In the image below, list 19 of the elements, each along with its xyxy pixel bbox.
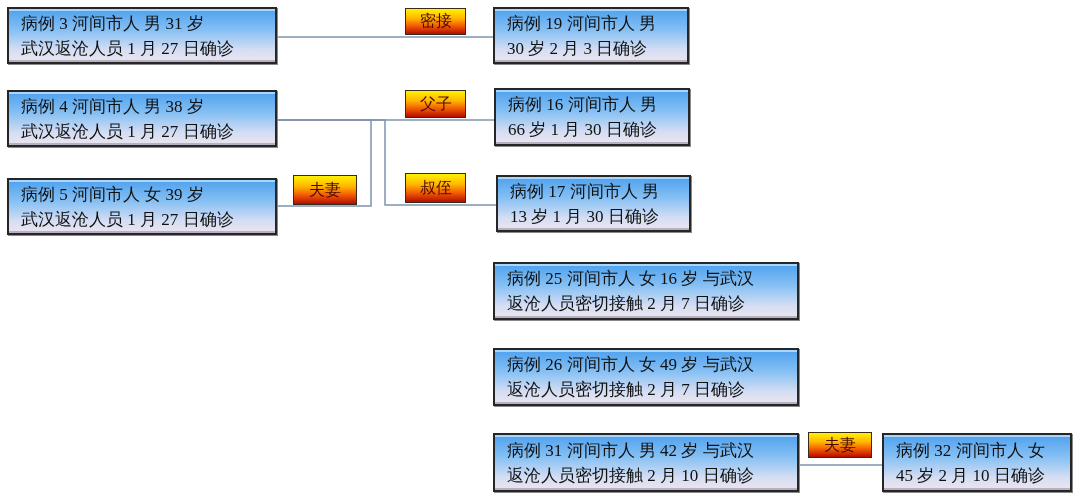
case-box: 病例 25 河间市人 女 16 岁 与武汉返沧人员密切接触 2 月 7 日确诊 [493, 262, 799, 320]
edge-label: 叔侄 [405, 173, 466, 203]
edge-label: 父子 [405, 90, 466, 118]
edge-label: 夫妻 [293, 175, 357, 205]
connector-line [276, 119, 497, 206]
case-box: 病例 32 河间市人 女 45 岁 2 月 10 日确诊 [882, 433, 1072, 492]
case-box: 病例 31 河间市人 男 42 岁 与武汉返沧人员密切接触 2 月 10 日确诊 [493, 433, 799, 492]
case-box: 病例 17 河间市人 男 13 岁 1 月 30 日确诊 [496, 175, 691, 232]
case-box: 病例 19 河间市人 男 30 岁 2 月 3 日确诊 [493, 7, 689, 64]
case-box: 病例 16 河间市人 男 66 岁 1 月 30 日确诊 [494, 88, 690, 146]
connector-line [276, 119, 372, 207]
edge-label: 密接 [405, 8, 466, 35]
case-box: 病例 26 河间市人 女 49 岁 与武汉返沧人员密切接触 2 月 7 日确诊 [493, 348, 799, 406]
case-box: 病例 3 河间市人 男 31 岁武汉返沧人员 1 月 27 日确诊 [7, 7, 277, 64]
case-box: 病例 4 河间市人 男 38 岁武汉返沧人员 1 月 27 日确诊 [7, 90, 277, 147]
case-box: 病例 5 河间市人 女 39 岁武汉返沧人员 1 月 27 日确诊 [7, 178, 277, 235]
connector-line [276, 36, 494, 38]
connector-line [798, 464, 883, 466]
edge-label: 夫妻 [808, 432, 872, 458]
